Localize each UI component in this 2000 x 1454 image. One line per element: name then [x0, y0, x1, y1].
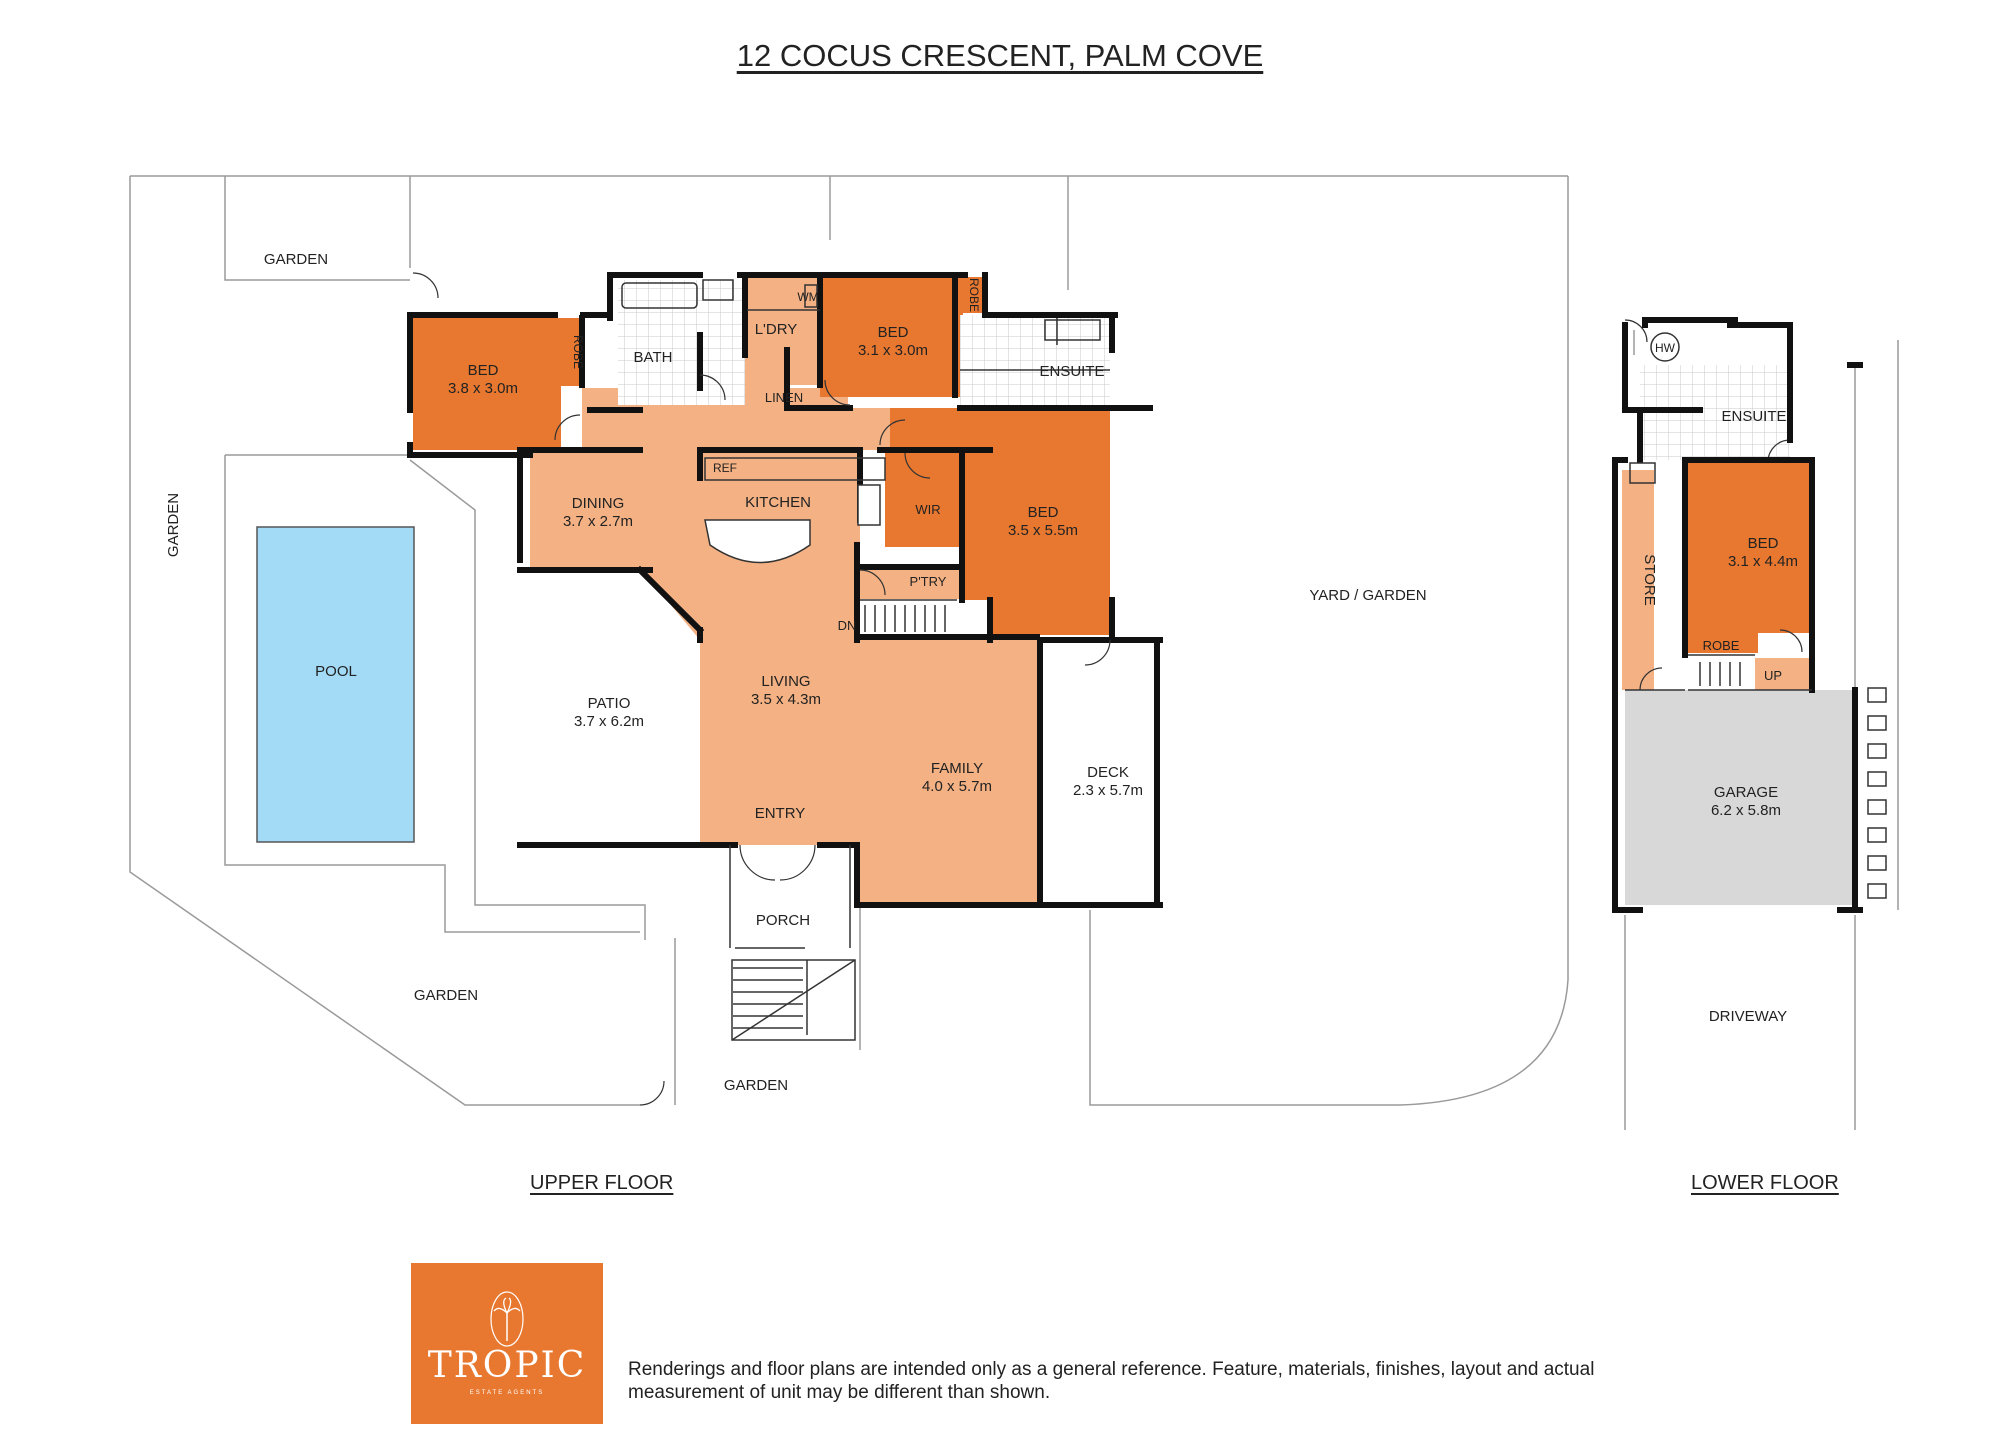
bed1-fill	[413, 318, 561, 450]
wir-label: WIR	[915, 502, 940, 517]
driveway-label: DRIVEWAY	[1709, 1008, 1787, 1025]
garden-nw-label: GARDEN	[264, 251, 328, 268]
garden-west-label: GARDEN	[165, 493, 182, 557]
wir-fill	[885, 450, 960, 547]
bed3-label: BED	[1028, 504, 1059, 521]
lower-bed-label: BED	[1748, 535, 1779, 552]
bed2-fill	[820, 277, 963, 397]
lower-bed-fill	[1688, 458, 1810, 633]
ensuite-tiles	[960, 315, 1110, 405]
living-label: LIVING	[761, 673, 810, 690]
page-title: 12 COCUS CRESCENT, PALM COVE	[0, 38, 2000, 74]
dn-label: DN	[838, 618, 857, 633]
garage-fill	[1625, 690, 1855, 905]
bed1-size: 3.8 x 3.0m	[448, 380, 518, 397]
robe2-fill	[957, 277, 982, 313]
palm-tree-icon	[490, 1291, 524, 1347]
garage-size: 6.2 x 5.8m	[1711, 802, 1781, 819]
tropic-logo: TROPIC ESTATE AGENTS	[411, 1263, 603, 1424]
bed3-size: 3.5 x 5.5m	[1008, 522, 1078, 539]
doors	[412, 272, 1803, 1106]
page-title-text: 12 COCUS CRESCENT, PALM COVE	[736, 38, 1264, 73]
pantry-fill	[860, 567, 962, 599]
living-size: 3.5 x 4.3m	[751, 691, 821, 708]
kitchen-label: KITCHEN	[745, 494, 811, 511]
family-size: 4.0 x 5.7m	[922, 778, 992, 795]
wm-label: WM	[797, 290, 818, 304]
stairs	[733, 605, 1741, 1029]
store-label: STORE	[1641, 554, 1658, 605]
robe1-label: ROBE	[571, 335, 585, 369]
lower-robe-label: ROBE	[1703, 638, 1740, 653]
pool-label: POOL	[315, 663, 357, 680]
walls	[407, 272, 1163, 908]
patio-label: PATIO	[588, 695, 631, 712]
common-area-fill	[530, 350, 1040, 905]
upper-room-fills	[413, 275, 1110, 905]
site-boundaries	[129, 175, 1899, 1130]
lower-floor-label: LOWER FLOOR	[1691, 1172, 1839, 1194]
bath-label: BATH	[634, 349, 673, 366]
bed1-label: BED	[468, 362, 499, 379]
lower-walls	[1612, 317, 1863, 913]
deck-size: 2.3 x 5.7m	[1073, 782, 1143, 799]
hw-label: HW	[1655, 341, 1676, 355]
up-label: UP	[1764, 668, 1782, 683]
lower-ensuite-label: ENSUITE	[1721, 408, 1786, 425]
lower-bed-size: 3.1 x 4.4m	[1728, 553, 1798, 570]
bath-tiles	[618, 280, 745, 405]
bed3-fill	[890, 408, 1110, 635]
garden-south-label: GARDEN	[724, 1077, 788, 1094]
lower-thin-lines	[1625, 332, 1887, 899]
yard-label: YARD / GARDEN	[1309, 587, 1426, 604]
entry-label: ENTRY	[755, 805, 806, 822]
laundry-fill	[747, 275, 820, 385]
upper-floor-label: UPPER FLOOR	[530, 1172, 674, 1194]
disclaimer-text: Renderings and floor plans are intended …	[628, 1359, 1595, 1403]
garage-label: GARAGE	[1714, 784, 1778, 801]
pantry-label: P'TRY	[910, 574, 947, 589]
store-fill	[1622, 470, 1654, 690]
logo-tagline: ESTATE AGENTS	[469, 1390, 545, 1396]
bed2-label: BED	[878, 324, 909, 341]
lower-robe-fill	[1688, 633, 1758, 653]
patio-size: 3.7 x 6.2m	[574, 713, 644, 730]
deck-label: DECK	[1087, 764, 1129, 781]
laundry-label: L'DRY	[755, 321, 798, 338]
thin-lines	[621, 279, 1110, 1041]
logo-name: TROPIC	[427, 1345, 587, 1386]
robe2-label: ROBE	[967, 278, 981, 312]
dining-size: 3.7 x 2.7m	[563, 513, 633, 530]
up-stair-fill	[1755, 658, 1810, 690]
linen-label: LINEN	[765, 390, 803, 405]
dn-stair-fill	[857, 600, 957, 637]
ref-label: REF	[713, 461, 737, 475]
pool	[256, 526, 415, 843]
bed2-size: 3.1 x 3.0m	[858, 342, 928, 359]
family-label: FAMILY	[931, 760, 983, 777]
room-labels: BED 3.8 x 3.0m ROBE BATH L'DRY WM LINEN …	[165, 251, 1798, 1094]
lower-room-fills	[1622, 458, 1855, 905]
ensuite-label: ENSUITE	[1039, 363, 1104, 380]
robe1-fill	[558, 318, 580, 386]
garden-sw-label: GARDEN	[414, 987, 478, 1004]
dining-label: DINING	[572, 495, 625, 512]
porch-label: PORCH	[756, 912, 810, 929]
